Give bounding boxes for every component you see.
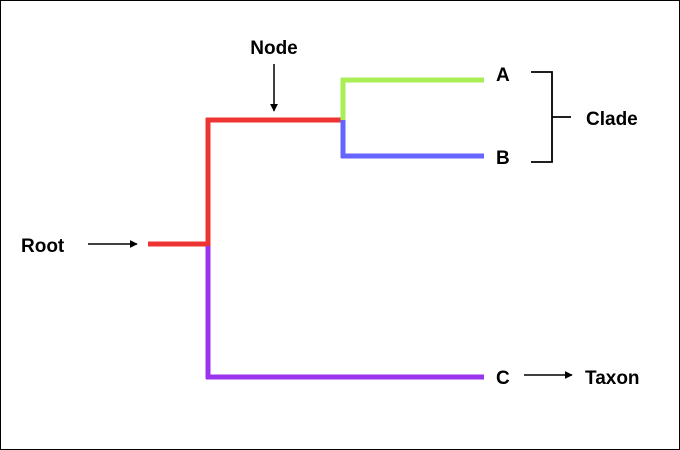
taxon-a-label: A: [496, 65, 510, 86]
annotations: Node Root A B C Clade Taxon: [21, 38, 640, 389]
clade-label: Clade: [586, 109, 638, 130]
root-label: Root: [21, 236, 65, 257]
taxon-label: Taxon: [585, 368, 640, 389]
taxon-c-label: C: [496, 368, 510, 389]
node-label: Node: [250, 38, 298, 59]
taxon-b-label: B: [496, 148, 510, 169]
tree-branches: [148, 77, 484, 380]
clade-bracket: [531, 71, 553, 163]
